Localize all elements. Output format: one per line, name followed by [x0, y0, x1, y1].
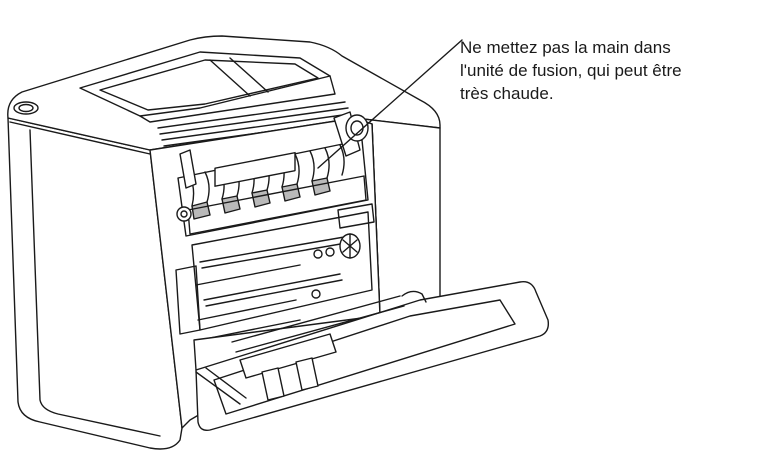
top-vent-lines — [157, 101, 353, 147]
fuser-rib-fills — [191, 177, 331, 220]
caution-line-2: l'unité de fusion, qui peut être — [460, 61, 682, 80]
output-tray-slot — [139, 75, 336, 123]
output-tray-stopper — [209, 57, 269, 97]
output-tray-recess — [99, 59, 319, 111]
rear-cover-inner-face — [213, 299, 516, 415]
roller-end-lower — [311, 289, 321, 299]
power-button — [13, 101, 39, 115]
fuser-label-window — [214, 151, 296, 187]
power-button-inner — [18, 103, 34, 113]
rear-cover-open — [195, 281, 550, 432]
caution-line-3: très chaude. — [460, 84, 554, 103]
left-inner-bracket — [175, 265, 201, 335]
rear-cover-latch-mid — [295, 357, 319, 391]
roller-end-left — [313, 249, 323, 259]
caution-line-1: Ne mettez pas la main dans — [460, 38, 671, 57]
fuser-left-knob — [176, 206, 192, 222]
rear-cover-edge-fold — [401, 290, 427, 303]
roller-gear-teeth — [342, 233, 358, 259]
fuser-right-knob — [345, 114, 369, 142]
roller-end-right — [325, 247, 335, 257]
roller-shaft-lower — [203, 273, 343, 307]
rear-cover-hinge-rib — [231, 295, 405, 353]
printer-left-side-panel — [7, 117, 183, 450]
paper-path-area — [175, 203, 375, 341]
fuser-left-lever — [179, 149, 197, 189]
rear-cover-support-strap — [195, 367, 247, 405]
callout-leader-line — [317, 39, 463, 169]
fuser-unit — [176, 111, 369, 237]
roller-shaft-upper — [199, 235, 353, 269]
rear-cover-latch-left — [261, 367, 285, 401]
right-inner-bracket — [337, 203, 375, 229]
left-panel-inner-edge — [29, 129, 161, 437]
fuser-front-plate — [187, 175, 367, 235]
fuser-left-knob-inner — [180, 210, 188, 218]
rear-cover-guide — [239, 333, 337, 379]
caution-callout-text: Ne mettez pas la main dans l'unité de fu… — [460, 36, 760, 105]
